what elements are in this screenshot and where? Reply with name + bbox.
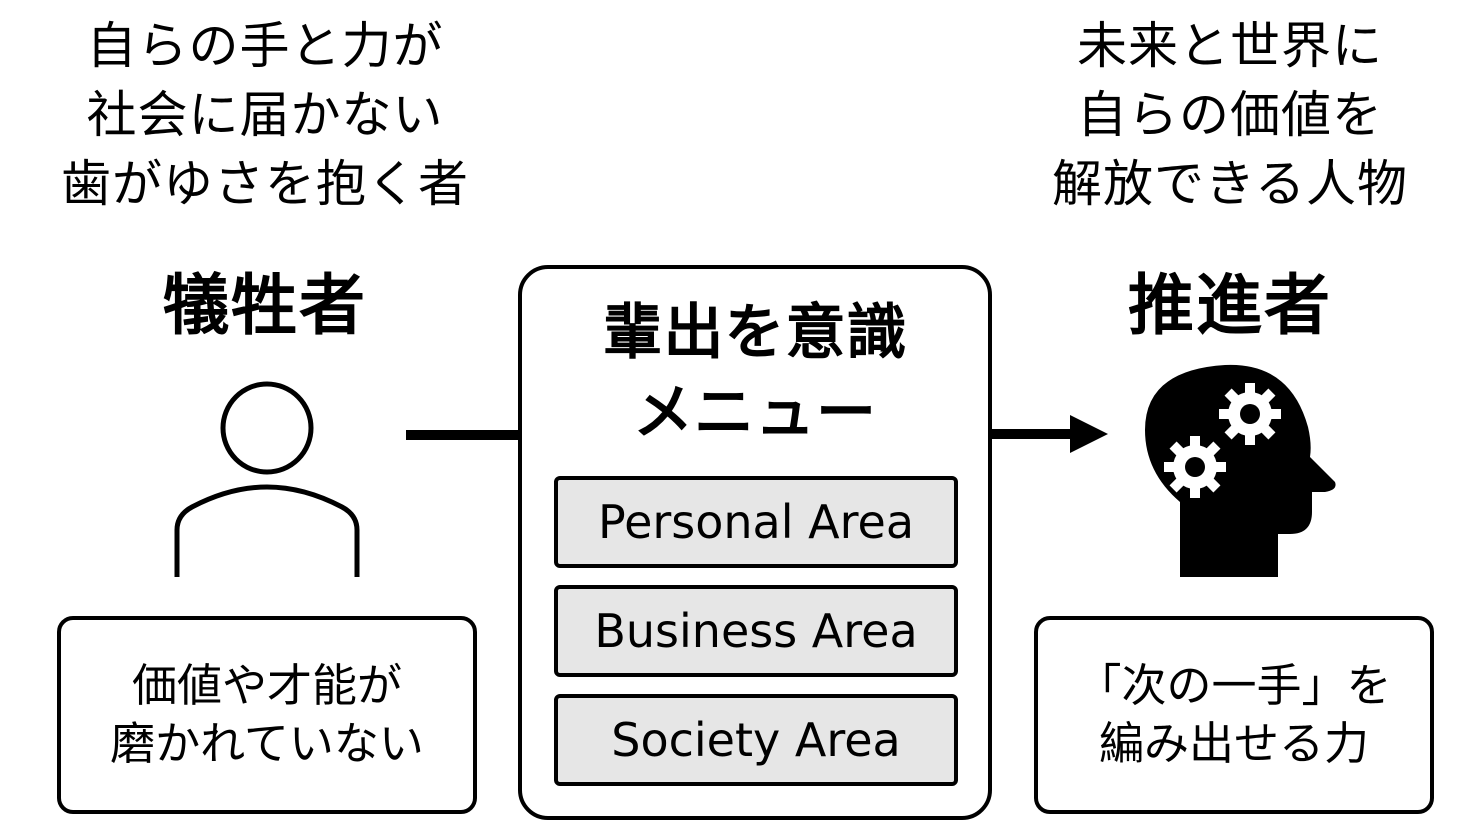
left-description: 自らの手と力が 社会に届かない 歯がゆさを抱く者 [20, 12, 510, 219]
right-description-line: 未来と世界に [1077, 17, 1383, 75]
menu-item-label: Society Area [611, 713, 901, 767]
head-gears-icon [1145, 364, 1336, 577]
gear-icon [1164, 436, 1226, 498]
left-box-line: 磨かれていない [110, 717, 424, 770]
left-description-line: 歯がゆさを抱く者 [61, 155, 469, 213]
menu-title: 輩出を意識 メニュー [522, 293, 988, 453]
right-description: 未来と世界に 自らの価値を 解放できる人物 [1000, 12, 1460, 219]
right-box-line: 編み出せる力 [1098, 717, 1369, 770]
arrow-right-icon [990, 415, 1108, 453]
person-outline-icon [174, 381, 360, 577]
right-description-line: 自らの価値を [1077, 86, 1383, 144]
right-info-box: 「次の一手」を 編み出せる力 [1034, 616, 1434, 814]
left-heading: 犠牲者 [163, 267, 367, 344]
menu-title-line: 輩出を意識 [602, 298, 908, 368]
line-connector [406, 430, 522, 440]
left-description-line: 自らの手と力が [86, 17, 444, 75]
menu-item-business-area[interactable]: Business Area [554, 585, 958, 677]
gear-icon [1219, 383, 1281, 445]
menu-item-society-area[interactable]: Society Area [554, 694, 958, 786]
menu-item-label: Business Area [594, 604, 918, 658]
menu-item-label: Personal Area [597, 495, 915, 549]
left-box-line: 価値や才能が [131, 659, 402, 712]
right-box-line: 「次の一手」を [1076, 659, 1392, 712]
right-description-line: 解放できる人物 [1052, 155, 1408, 213]
right-heading: 推進者 [1128, 267, 1332, 344]
left-info-box: 価値や才能が 磨かれていない [57, 616, 477, 814]
menu-title-line: メニュー [633, 378, 877, 448]
left-description-line: 社会に届かない [86, 86, 444, 144]
menu-item-personal-area[interactable]: Personal Area [554, 476, 958, 568]
